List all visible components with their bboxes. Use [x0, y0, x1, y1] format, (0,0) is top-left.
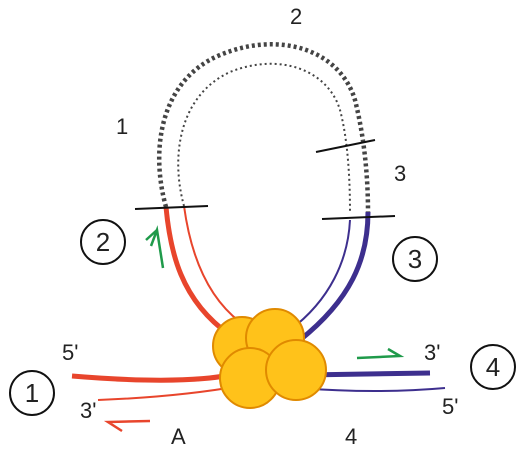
- label-right-3prime: 3': [424, 340, 440, 365]
- svg-text:4: 4: [486, 352, 500, 382]
- label-region-A: A: [171, 424, 186, 449]
- boundary-tick-right-lower: [321, 215, 396, 220]
- label-region-1: 1: [116, 114, 128, 139]
- inner-dotted-loop: [177, 62, 351, 213]
- red-thick-up-strand: [163, 206, 232, 338]
- label-left-3prime: 3': [80, 398, 96, 423]
- label-region-4: 4: [345, 424, 357, 449]
- circled-number-3: 3: [392, 236, 438, 282]
- red-thick-bottom-strand: [71, 371, 236, 383]
- circled-number-2: 2: [80, 219, 126, 265]
- arrow-green-right-icon: [356, 347, 405, 360]
- label-left-5prime: 5': [62, 340, 78, 365]
- arrow-green-up-icon: [145, 225, 165, 269]
- arrow-red-left-icon: [103, 419, 151, 433]
- label-region-2: 2: [290, 4, 302, 29]
- svg-text:1: 1: [25, 378, 39, 408]
- label-right-5prime: 5': [442, 394, 458, 419]
- red-thin-bottom-strand: [97, 385, 241, 401]
- svg-text:3: 3: [408, 244, 422, 274]
- blue-thick-up-strand: [298, 211, 371, 342]
- blue-thin-bottom-strand: [299, 387, 446, 392]
- blue-thin-up-strand: [289, 219, 351, 331]
- circled-number-1: 1: [9, 370, 55, 416]
- protein-complex-icon: [212, 308, 327, 409]
- red-thin-up-strand: [183, 205, 241, 323]
- boundary-tick-left: [134, 205, 209, 210]
- circled-number-4: 4: [470, 344, 516, 390]
- svg-text:2: 2: [96, 227, 110, 257]
- outer-dotted-loop: [156, 41, 371, 213]
- boundary-tick-right-upper: [315, 139, 376, 153]
- label-region-3: 3: [394, 161, 406, 186]
